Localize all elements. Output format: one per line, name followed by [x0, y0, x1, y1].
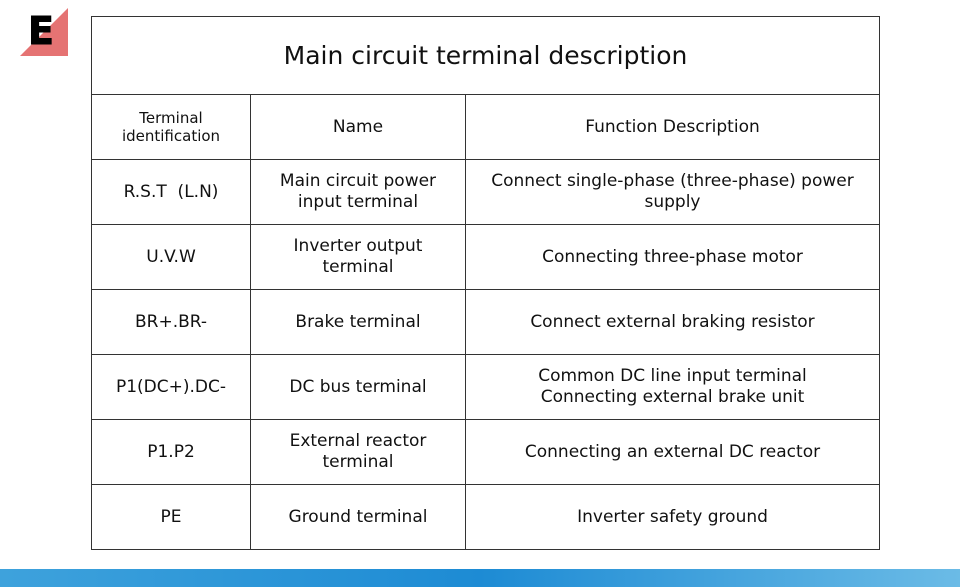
table-title: Main circuit terminal description: [91, 16, 880, 95]
terminal-function-cell: Connecting an external DC reactor: [465, 419, 880, 485]
table-row: P1.P2 External reactor terminal Connecti…: [91, 419, 880, 485]
terminal-id-cell: P1(DC+).DC-: [91, 354, 251, 420]
terminal-name-cell: External reactor terminal: [250, 419, 466, 485]
logo-letter: E: [28, 9, 55, 54]
terminal-name-cell: Brake terminal: [250, 289, 466, 355]
terminal-id-cell: PE: [91, 484, 251, 550]
table-row: R.S.T (L.N) Main circuit power input ter…: [91, 159, 880, 225]
table-row: BR+.BR- Brake terminal Connect external …: [91, 289, 880, 355]
terminal-id-cell: R.S.T (L.N): [91, 159, 251, 225]
terminal-function-cell: Connecting three-phase motor: [465, 224, 880, 290]
table-row: U.V.W Inverter output terminal Connectin…: [91, 224, 880, 290]
header-terminal-identification: Terminal identification: [91, 94, 251, 160]
terminal-function-cell: Connect single-phase (three-phase) power…: [465, 159, 880, 225]
terminal-name-cell: Inverter output terminal: [250, 224, 466, 290]
header-name: Name: [250, 94, 466, 160]
table-row: PE Ground terminal Inverter safety groun…: [91, 484, 880, 550]
terminal-table: Main circuit terminal description Termin…: [91, 16, 880, 550]
terminal-function-cell: Common DC line input terminal Connecting…: [465, 354, 880, 420]
terminal-function-cell: Inverter safety ground: [465, 484, 880, 550]
terminal-id-cell: P1.P2: [91, 419, 251, 485]
brand-logo: E: [20, 8, 68, 56]
terminal-function-cell: Connect external braking resistor: [465, 289, 880, 355]
header-function-description: Function Description: [465, 94, 880, 160]
terminal-name-cell: Ground terminal: [250, 484, 466, 550]
terminal-name-cell: Main circuit power input terminal: [250, 159, 466, 225]
bottom-accent-bar: [0, 569, 960, 587]
terminal-id-cell: U.V.W: [91, 224, 251, 290]
logo-triangle-icon: [20, 8, 68, 56]
header-row: Terminal identification Name Function De…: [91, 94, 880, 160]
terminal-name-cell: DC bus terminal: [250, 354, 466, 420]
terminal-id-cell: BR+.BR-: [91, 289, 251, 355]
table-row: P1(DC+).DC- DC bus terminal Common DC li…: [91, 354, 880, 420]
